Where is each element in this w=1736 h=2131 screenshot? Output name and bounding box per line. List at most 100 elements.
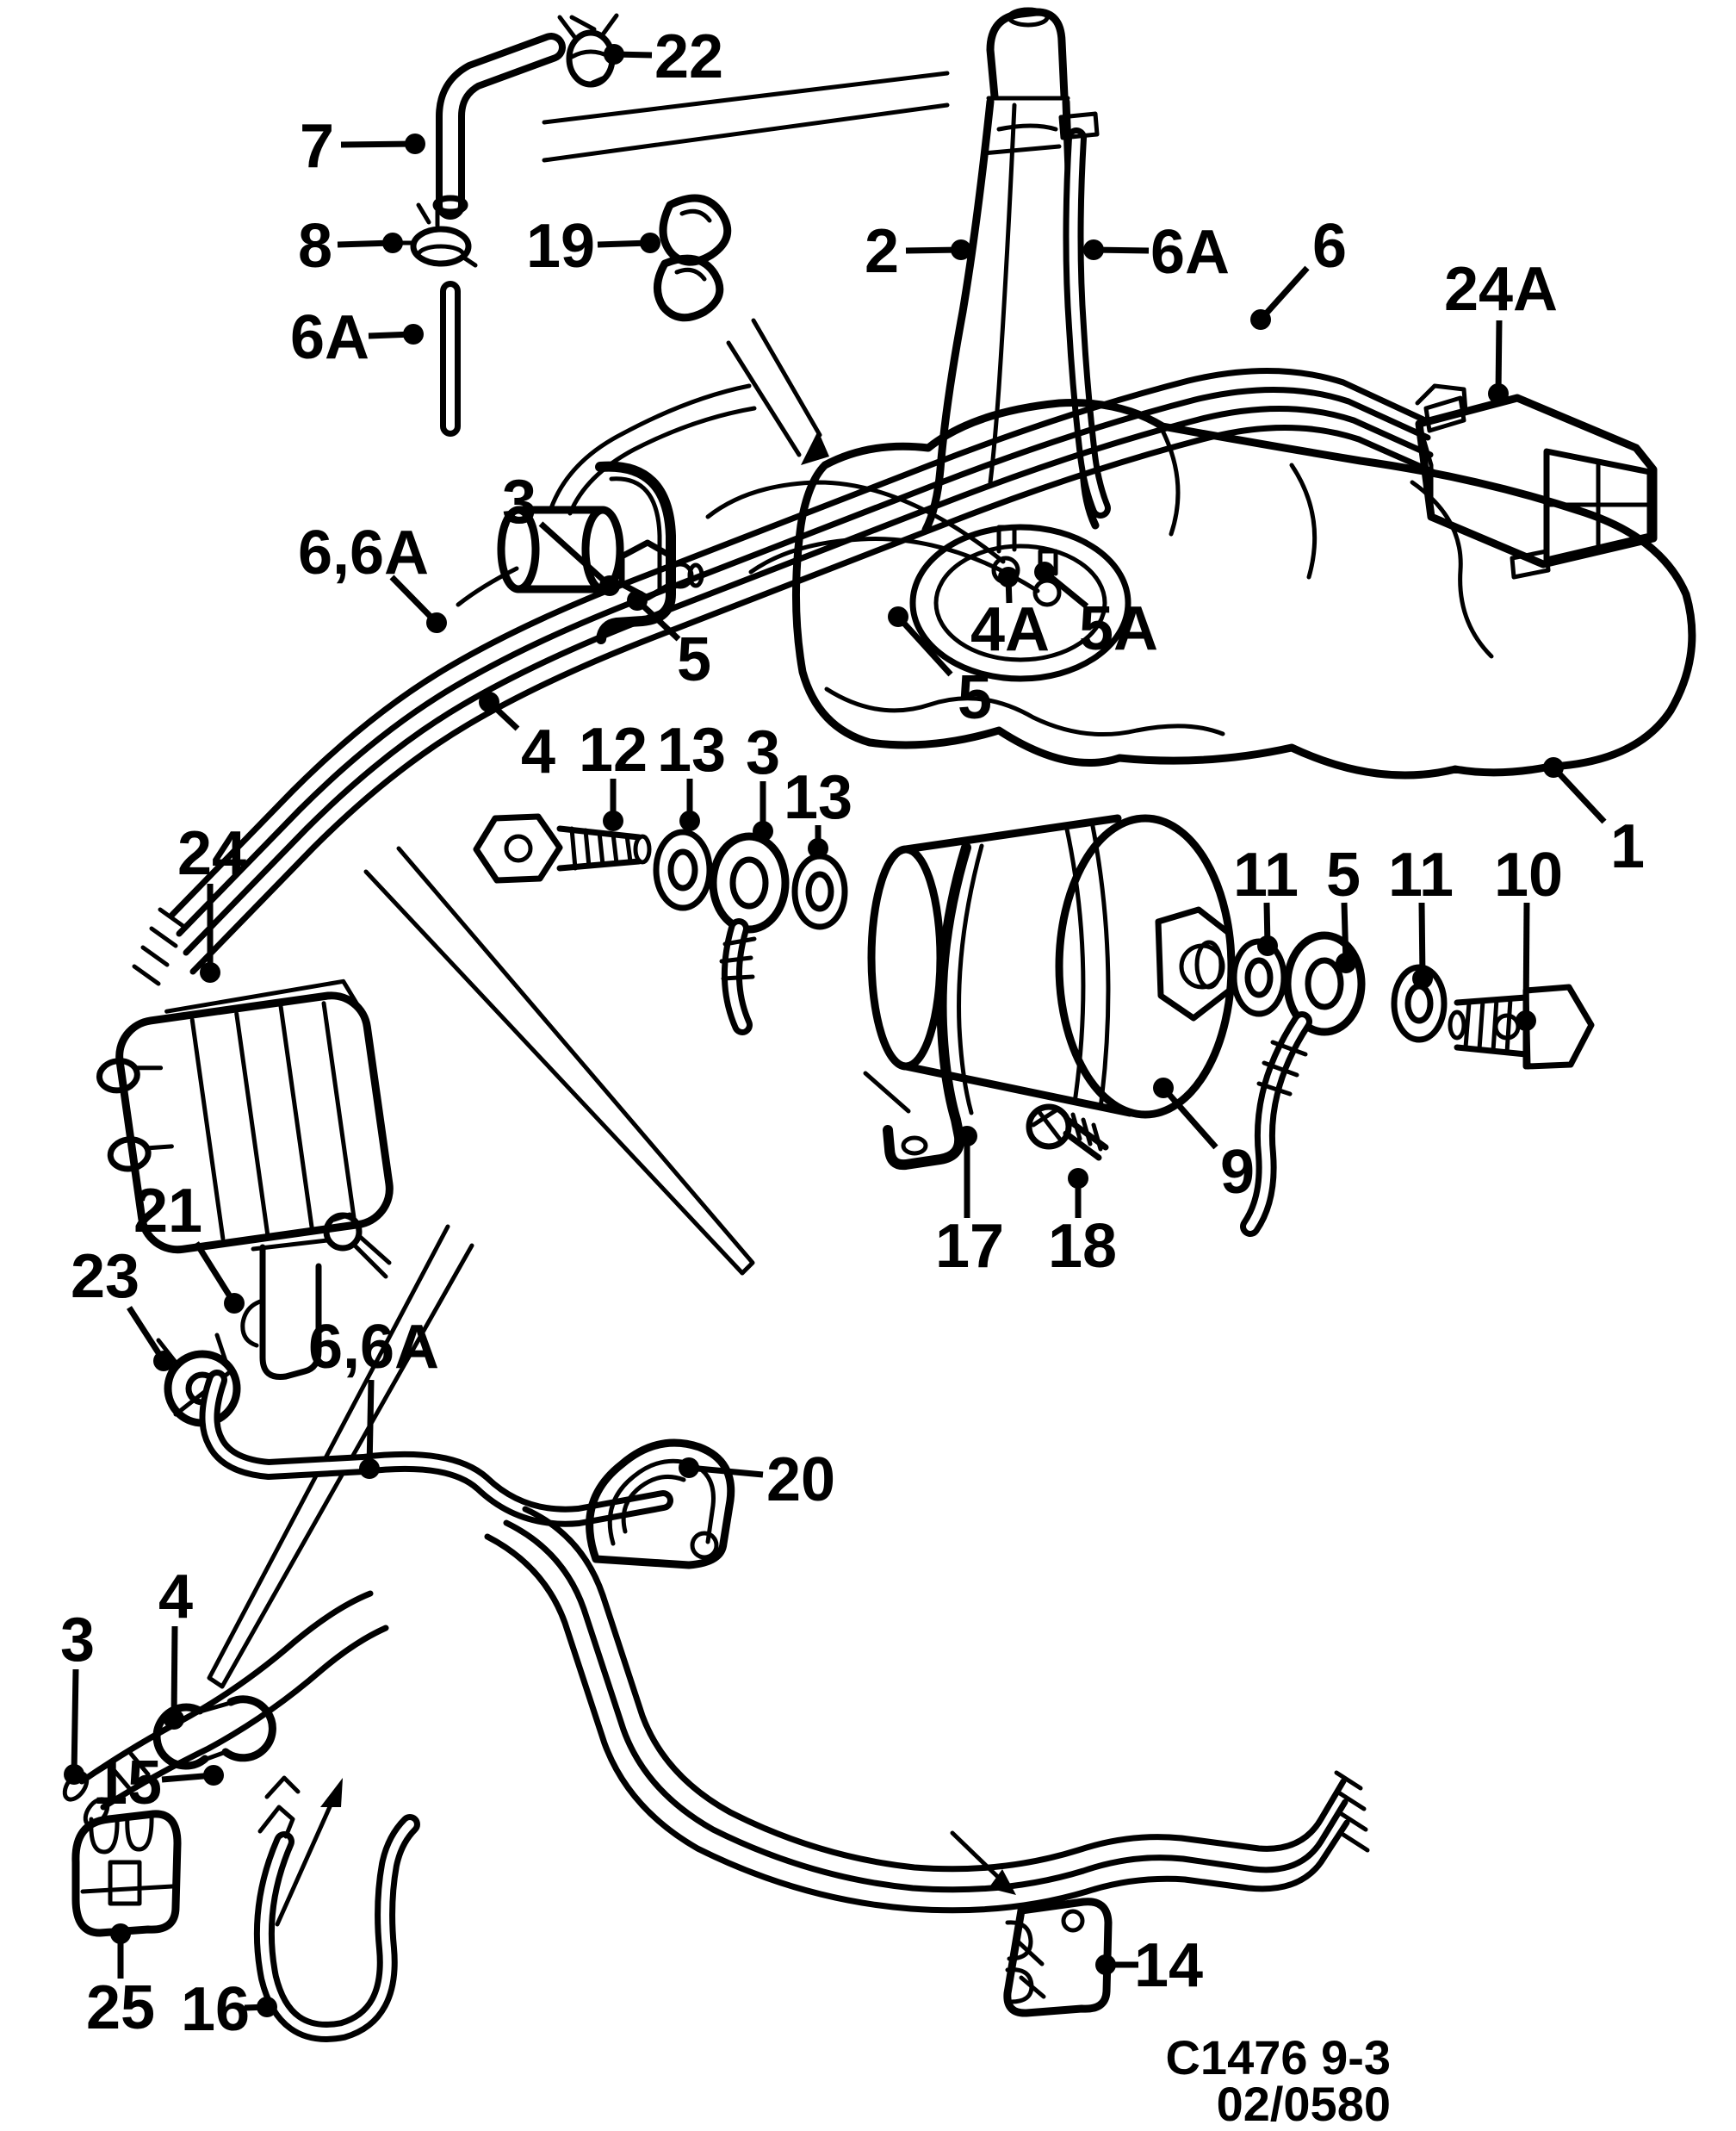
callout-5A-13: 5A	[1034, 562, 1158, 663]
leader-dot	[64, 1764, 84, 1785]
leader-dot	[1336, 953, 1356, 973]
callout-18-27: 18	[1048, 1168, 1117, 1281]
callout-14-38: 14	[1095, 1931, 1203, 2000]
callout-label: 7	[300, 112, 334, 181]
callout-3-10: 3	[502, 468, 620, 596]
washer-13a-part	[653, 829, 713, 911]
leader-dot	[110, 1923, 131, 1944]
leader-line	[538, 521, 612, 588]
leader-dot	[808, 838, 828, 859]
callout-label: 9	[1220, 1138, 1255, 1207]
double-clamp-19-part	[654, 194, 732, 322]
leader-dot	[224, 1293, 245, 1314]
callout-24A-8: 24A	[1444, 255, 1558, 404]
callout-label: 19	[526, 212, 595, 281]
callout-label: 15	[93, 1749, 162, 1817]
callout-6-7: 6	[1250, 212, 1347, 330]
callout-6A-6: 6A	[1083, 218, 1230, 287]
leader-dot	[200, 962, 220, 983]
pipes-3-4-low-part	[62, 1590, 389, 1828]
leader-dot	[1257, 935, 1278, 956]
callout-label: 4A	[970, 595, 1050, 664]
low-pipe-part	[199, 1370, 673, 1527]
callout-label: 22	[654, 22, 723, 91]
leader-line	[1258, 265, 1310, 322]
callout-25-36: 25	[86, 1923, 155, 2042]
callout-label: 1	[1610, 812, 1645, 881]
leader-dot	[1516, 1010, 1536, 1031]
callout-label: 13	[657, 716, 726, 785]
leader-line	[1522, 902, 1530, 1022]
leader-dot	[153, 1351, 174, 1371]
callout-16-37: 16	[181, 1975, 277, 2044]
banjo-fitting-3-part	[709, 832, 790, 1035]
leader-line	[71, 1668, 79, 1775]
leader-dot	[403, 324, 424, 345]
callout-label: 6,6A	[298, 519, 429, 587]
callout-5-14: 5	[888, 606, 992, 732]
pipe-bundle-part	[132, 368, 1468, 986]
callout-1-15: 1	[1543, 757, 1645, 881]
callout-20-32: 20	[679, 1445, 835, 1514]
evap-valve-part	[1415, 394, 1658, 580]
leader-line	[1418, 902, 1426, 979]
callout-label: 3	[746, 718, 780, 787]
leader-line	[1495, 320, 1503, 395]
leader-line	[194, 1241, 237, 1305]
callout-21-29: 21	[133, 1177, 245, 1314]
callout-label: 3	[60, 1606, 95, 1674]
leader-dot	[1153, 1078, 1174, 1098]
pointer-arrow-14	[950, 1830, 1016, 1895]
leader-dot	[382, 233, 403, 253]
callout-23-30: 23	[71, 1242, 174, 1371]
pointer-line-top-b	[542, 103, 950, 163]
callout-66A-31: 6,6A	[308, 1313, 439, 1479]
leader-dot	[1250, 309, 1271, 330]
callout-12-17: 12	[579, 716, 648, 831]
leader-dot	[1412, 968, 1433, 989]
pointer-line-top-a	[542, 71, 950, 125]
leader-line	[688, 1464, 764, 1478]
leader-dot	[1068, 1168, 1088, 1189]
leader-dot	[405, 134, 425, 154]
leader-dot	[679, 1457, 699, 1478]
hose-clamp-8-part	[392, 202, 478, 268]
leader-dot	[627, 590, 648, 611]
callout-label: 16	[181, 1975, 250, 2044]
clip-25-part	[71, 1810, 182, 1937]
callout-17-26: 17	[935, 1126, 1004, 1281]
leader-dot	[603, 811, 623, 831]
leader-dot	[479, 692, 499, 712]
callout-label: 11	[1388, 841, 1454, 910]
callout-label: 17	[935, 1212, 1004, 1281]
leader-dot	[1034, 562, 1055, 582]
callout-5-22: 5	[1326, 841, 1361, 973]
hose-16-part	[253, 1775, 420, 2042]
callout-label: 12	[579, 716, 648, 785]
callout-4A-12: 4A	[970, 567, 1050, 664]
screw-18-part	[1026, 1103, 1109, 1161]
callout-4-33: 4	[158, 1563, 193, 1730]
banjo-bolt-12-part	[473, 813, 652, 884]
callout-3-19: 3	[746, 718, 780, 842]
callout-label: 5	[1326, 841, 1361, 910]
callout-label: 10	[1494, 841, 1563, 910]
banjo-hose-5-part	[1240, 931, 1366, 1237]
callout-label: 2	[865, 217, 899, 286]
callout-15-35: 15	[93, 1749, 224, 1817]
bracket-21-part	[240, 1212, 392, 1381]
callout-3-34: 3	[60, 1606, 95, 1785]
callout-label: 24A	[1444, 255, 1558, 324]
callout-label: 5A	[1079, 594, 1158, 663]
leader-dot	[1488, 383, 1509, 404]
callout-label: 23	[71, 1242, 140, 1311]
clip-14-part	[1003, 1898, 1113, 2017]
callout-label: 5	[677, 625, 711, 694]
washer-13b-part	[791, 853, 848, 930]
leader-dot	[998, 567, 1019, 587]
drawing-page: 02/0580	[1217, 2077, 1391, 2131]
callout-label: 6A	[1150, 218, 1230, 287]
callout-label: 24	[177, 819, 246, 888]
